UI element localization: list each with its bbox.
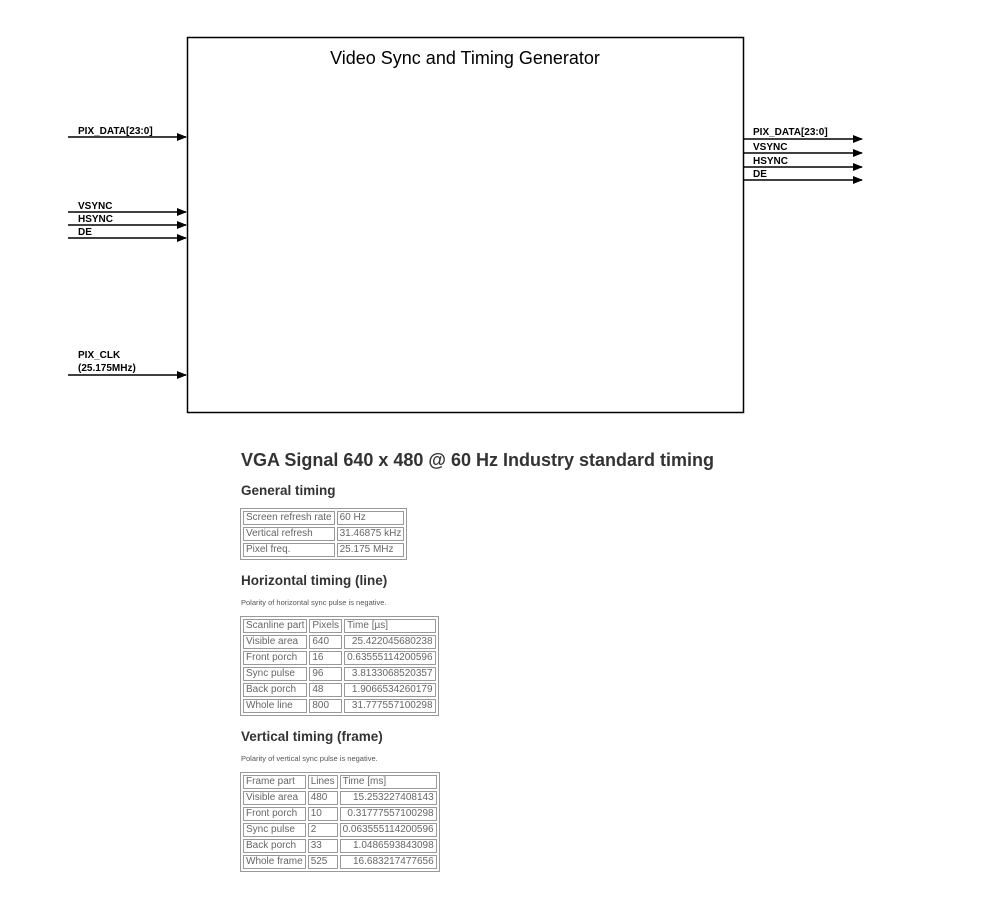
table-cell: 31.777557100298 [344,699,436,713]
table-row: Back porch 33 1.0486593843098 [243,839,437,853]
table-header-row: Frame part Lines Time [ms] [243,775,437,789]
table-cell: 0.31777557100298 [339,807,437,821]
table-cell: 0.63555114200596 [344,651,436,665]
table-cell: 15.253227408143 [339,791,437,805]
column-header: Pixels [309,619,343,633]
table-cell: 25.422045680238 [344,635,436,649]
horizontal-timing-heading: Horizontal timing (line) [241,573,388,588]
table-row: Back porch 48 1.9066534260179 [243,683,436,697]
table-cell: Front porch [243,807,306,821]
column-header: Time [ms] [339,775,437,789]
table-row: Sync pulse 2 0.063555114200596 [243,823,437,837]
table-cell: Back porch [243,683,308,697]
table-row: Front porch 10 0.31777557100298 [243,807,437,821]
vertical-polarity-note: Polarity of vertical sync pulse is negat… [241,754,378,763]
horizontal-timing-table: Scanline part Pixels Time [µs] Visible a… [240,616,439,716]
table-cell: 96 [309,667,343,681]
output-vsync-label: VSYNC [753,142,787,153]
input-pix-data-label: PIX_DATA[23:0] [78,126,153,137]
table-cell: Vertical refresh [243,527,335,541]
table-row: Sync pulse 96 3.8133068520357 [243,667,436,681]
table-cell: 1.0486593843098 [339,839,437,853]
table-cell: Whole frame [243,855,306,869]
table-cell: Front porch [243,651,308,665]
generator-block [186,36,745,414]
table-cell: 2 [307,823,338,837]
horizontal-polarity-note: Polarity of horizontal sync pulse is neg… [241,598,387,607]
vga-timing-document: VGA Signal 640 x 480 @ 60 Hz Industry st… [240,450,841,885]
table-cell: 525 [307,855,338,869]
input-hsync-label: HSYNC [78,214,113,225]
table-cell: 10 [307,807,338,821]
table-cell: 48 [309,683,343,697]
table-row: Front porch 16 0.63555114200596 [243,651,436,665]
table-row: Visible area 480 15.253227408143 [243,791,437,805]
table-cell: Visible area [243,635,308,649]
column-header: Time [µs] [344,619,436,633]
column-header: Frame part [243,775,306,789]
column-header: Scanline part [243,619,308,633]
table-cell: Pixel freq. [243,543,335,557]
table-cell: 25.175 MHz [336,543,405,557]
input-vsync-label: VSYNC [78,201,112,212]
vertical-timing-table: Frame part Lines Time [ms] Visible area … [240,772,440,872]
table-cell: 31.46875 kHz [336,527,405,541]
vertical-timing-heading: Vertical timing (frame) [241,729,383,744]
table-row: Whole line 800 31.777557100298 [243,699,436,713]
document-heading: VGA Signal 640 x 480 @ 60 Hz Industry st… [241,450,715,470]
table-cell: 480 [307,791,338,805]
general-timing-heading: General timing [241,483,336,498]
table-cell: 60 Hz [336,511,405,525]
table-cell: 0.063555114200596 [339,823,437,837]
table-cell: Back porch [243,839,306,853]
table-cell: 3.8133068520357 [344,667,436,681]
output-de-label: DE [753,169,767,180]
table-cell: 1.9066534260179 [344,683,436,697]
output-pix-data-label: PIX_DATA[23:0] [753,127,828,138]
table-cell: Sync pulse [243,667,308,681]
input-pix-clk-label: PIX_CLK [78,350,121,361]
table-row: Screen refresh rate 60 Hz [243,511,405,525]
table-row: Visible area 640 25.422045680238 [243,635,436,649]
table-header-row: Scanline part Pixels Time [µs] [243,619,436,633]
table-cell: 33 [307,839,338,853]
column-header: Lines [307,775,338,789]
input-de-label: DE [78,227,92,238]
block-title: Video Sync and Timing Generator [330,48,600,68]
table-row: Pixel freq. 25.175 MHz [243,543,405,557]
general-timing-table: Screen refresh rate 60 Hz Vertical refre… [240,508,408,560]
table-cell: 640 [309,635,343,649]
table-row: Vertical refresh 31.46875 kHz [243,527,405,541]
table-cell: Sync pulse [243,823,306,837]
table-cell: 16.683217477656 [339,855,437,869]
table-row: Whole frame 525 16.683217477656 [243,855,437,869]
table-cell: 800 [309,699,343,713]
table-cell: Screen refresh rate [243,511,335,525]
table-cell: 16 [309,651,343,665]
table-cell: Visible area [243,791,306,805]
block-diagram: Video Sync and Timing Generator PIX_DATA… [68,36,863,414]
table-cell: Whole line [243,699,308,713]
output-hsync-label: HSYNC [753,156,788,167]
input-pix-clk-freq-label: (25.175MHz) [78,363,136,374]
